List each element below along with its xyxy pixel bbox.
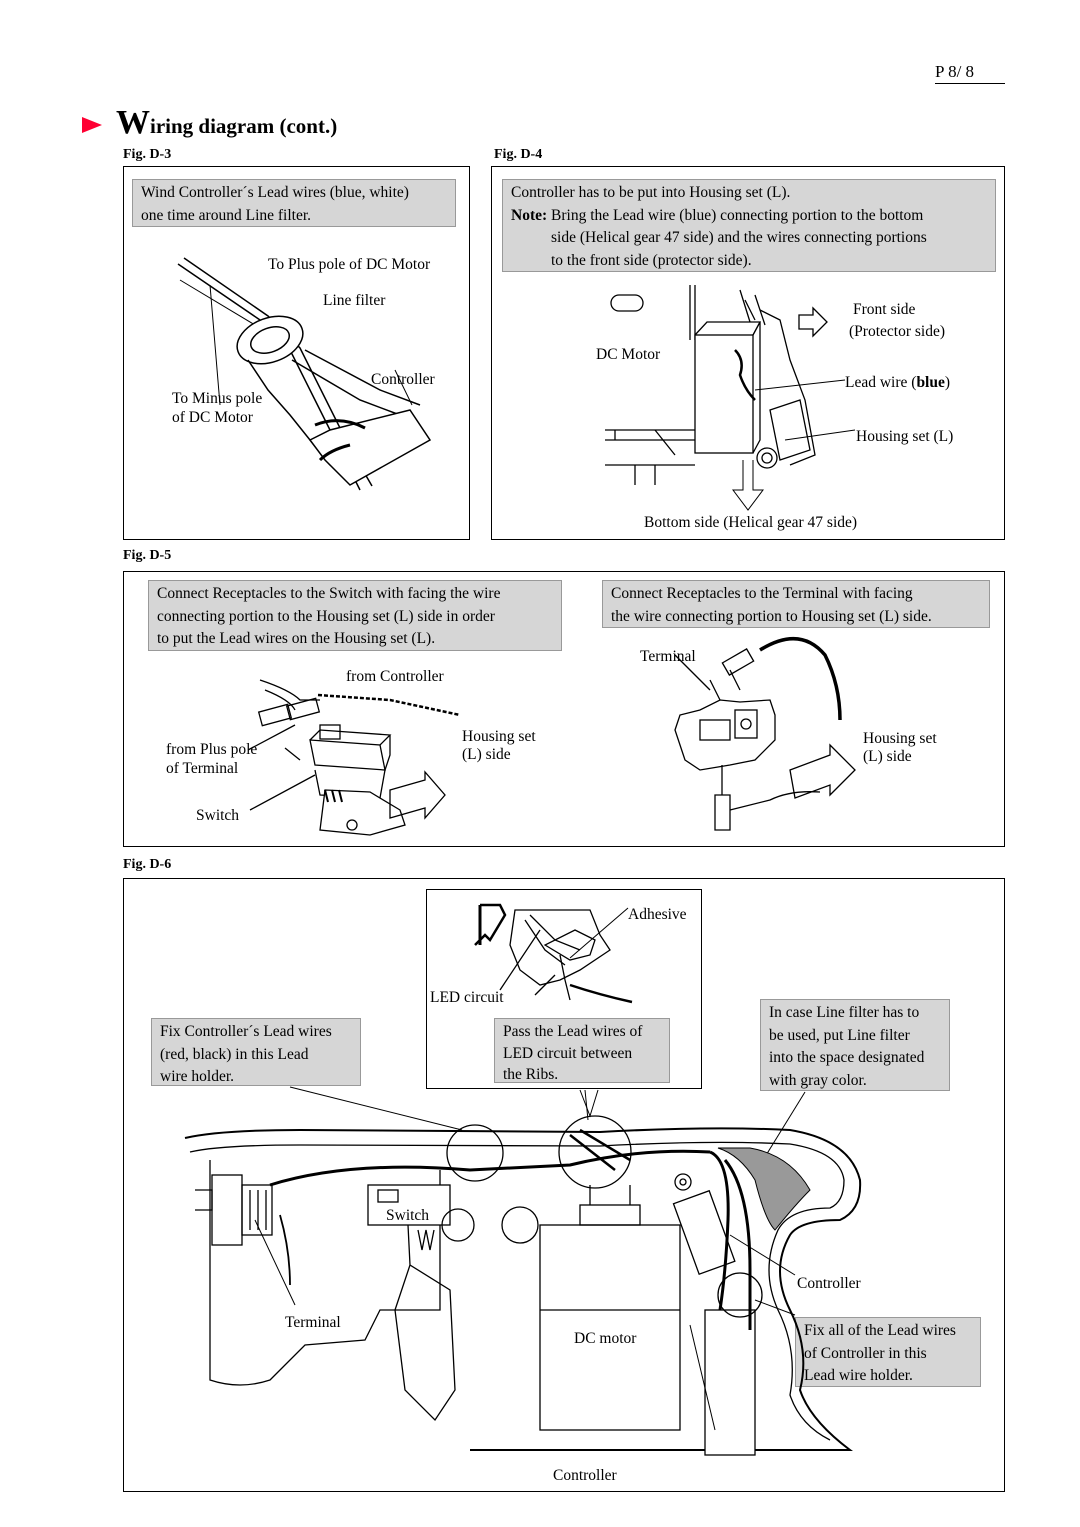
line-filter-illustration — [177, 257, 432, 491]
fig-d5-switch-label: Switch — [196, 807, 240, 824]
fig-d3-note: Wind Controller´s Lead wires (blue, whit… — [132, 179, 456, 227]
title-initial: W — [116, 104, 150, 141]
fig-d6-dc-motor-label: DC motor — [574, 1330, 637, 1347]
fig-d3-note-line2: one time around Line filter. — [141, 206, 312, 224]
section-title: Wiring diagram (cont.) — [82, 104, 337, 142]
fig-d5-from-plus-pole-label-1: from Plus pole — [166, 741, 258, 758]
fig-d5-left-note: Connect Receptacles to the Switch with f… — [148, 580, 562, 651]
fig-d4-label: Fig. D-4 — [494, 147, 543, 162]
fig-d6-case-note: In case Line filter has to be used, put … — [760, 999, 950, 1091]
switch-receptacle-illustration — [247, 679, 461, 836]
fig-d6-fix-all-note: Fix all of the Lead wires of Controller … — [795, 1317, 981, 1387]
fig-d3-minus-pole-label-2: of DC Motor — [172, 409, 253, 426]
controller-housing-illustration — [605, 285, 856, 511]
fig-d3-frame — [123, 166, 470, 540]
terminal-receptacle-illustration — [674, 636, 856, 831]
fig-d4-front-side-label: Front side — [853, 301, 916, 318]
fig-d6-inset-frame — [426, 889, 702, 1089]
fig-d4-protector-side-label: (Protector side) — [849, 323, 945, 340]
fig-d4-frame — [491, 166, 1005, 540]
fig-d5-right-note: Connect Receptacles to the Terminal with… — [602, 580, 990, 628]
fig-d3-controller-label: Controller — [371, 371, 435, 388]
fig-d6-label: Fig. D-6 — [123, 857, 172, 872]
fig-d3-line-filter-label: Line filter — [323, 292, 386, 309]
fig-d6-adhesive-label: Adhesive — [628, 906, 687, 923]
fig-d4-housing-set-label: Housing set (L) — [856, 428, 954, 445]
fig-d6-led-circuit-label: LED circuit — [430, 989, 504, 1006]
fig-d6-frame — [123, 878, 1005, 1492]
fig-d4-note-line3: side (Helical gear 47 side) and the wire… — [551, 229, 927, 246]
title-rest: iring diagram (cont.) — [150, 114, 338, 138]
fig-d3-minus-pole-label-1: To Minus pole — [172, 390, 263, 407]
fig-d5-housing-set-r-label-2: (L) side — [863, 748, 912, 765]
fig-d5-terminal-label: Terminal — [640, 648, 696, 665]
page-number: P 8/ 8 — [935, 62, 1005, 84]
fig-d5-housing-set-r-label-1: Housing set — [863, 730, 937, 747]
fig-d3-plus-pole-label: To Plus pole of DC Motor — [268, 256, 431, 273]
fig-d4-dc-motor-label: DC Motor — [596, 346, 661, 363]
fig-d4-note-prefix: Note: — [511, 206, 548, 224]
arrow-marker-icon — [82, 117, 102, 134]
fig-d5-from-controller-label: from Controller — [346, 668, 444, 685]
fig-d3-note-line1: Wind Controller´s Lead wires (blue, whit… — [141, 184, 409, 201]
fig-d4-note-line4: to the front side (protector side). — [551, 251, 752, 269]
fig-d5-housing-set-label-1: Housing set — [462, 728, 536, 745]
fig-d4-note: Controller has to be put into Housing se… — [502, 179, 996, 272]
fig-d5-label: Fig. D-5 — [123, 548, 172, 563]
fig-d6-controller-bottom-label: Controller — [553, 1467, 617, 1484]
fig-d5-from-plus-pole-label-2: of Terminal — [166, 760, 239, 777]
fig-d5-housing-set-label-2: (L) side — [462, 746, 511, 763]
fig-d6-controller-right-label: Controller — [797, 1275, 861, 1292]
fig-d6-pass-note: Pass the Lead wires of LED circuit betwe… — [494, 1018, 670, 1083]
fig-d4-bottom-side-label: Bottom side (Helical gear 47 side) — [644, 514, 858, 531]
fig-d4-note-line2: Note: Bring the Lead wire (blue) connect… — [511, 206, 924, 224]
fig-d5-frame — [123, 571, 1005, 847]
fig-d6-switch-label: Switch — [386, 1207, 430, 1224]
housing-wiring-illustration — [184, 903, 862, 1456]
fig-d4-note-line1: Controller has to be put into Housing se… — [511, 184, 791, 201]
fig-d6-fix-note: Fix Controller´s Lead wires (red, black)… — [151, 1018, 361, 1086]
fig-d6-terminal-label: Terminal — [285, 1314, 341, 1331]
fig-d4-lead-wire-label: Lead wire (blue) — [845, 374, 951, 391]
fig-d3-label: Fig. D-3 — [123, 147, 172, 162]
